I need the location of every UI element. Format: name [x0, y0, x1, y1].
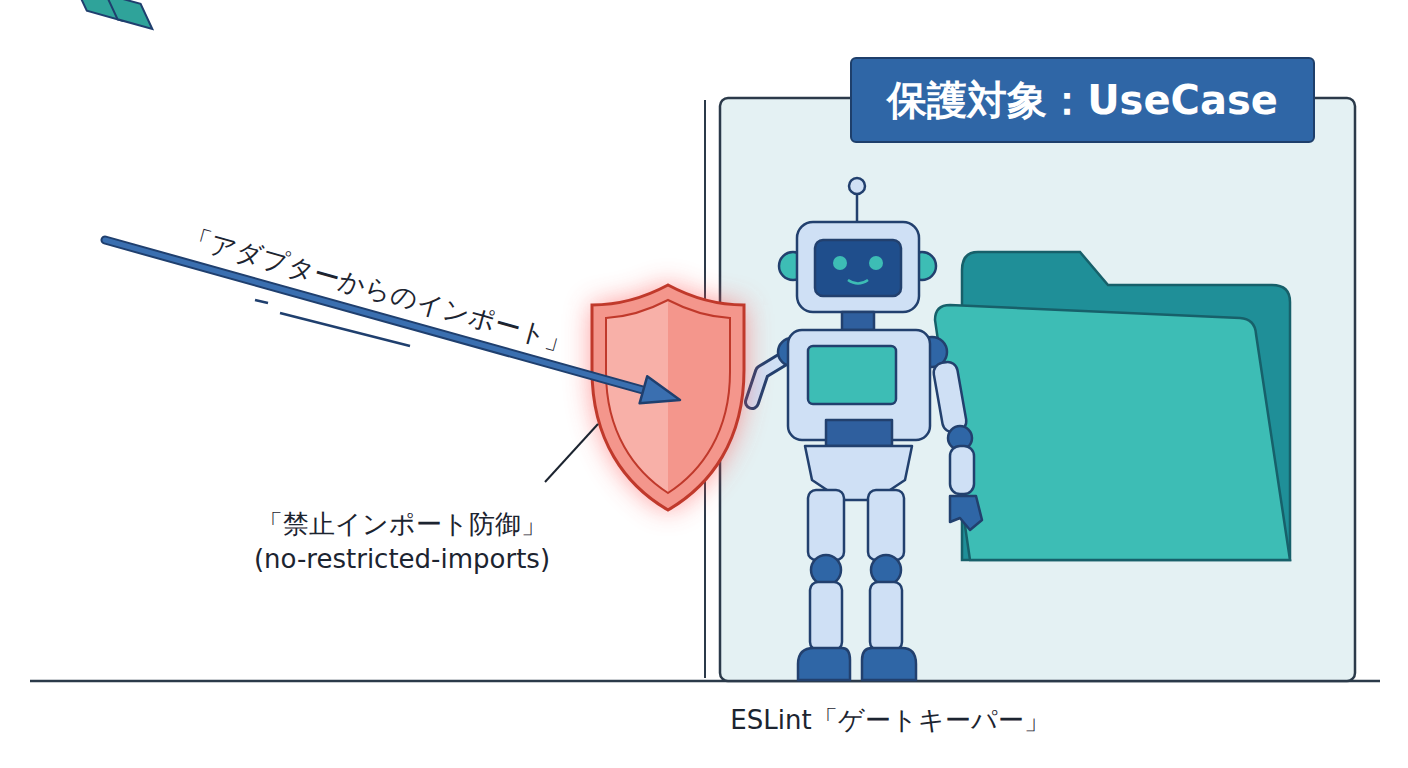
callout-label: (no-restricted-imports) — [254, 545, 550, 575]
gatekeeper-label: ESLint「ゲートキーパー」 — [730, 706, 1049, 736]
arrow-label: 「アダプターからのインポート」 — [181, 223, 575, 359]
shield-icon — [592, 285, 744, 510]
speed-line — [280, 313, 410, 346]
callout-label: 「禁止インポート防御」 — [257, 510, 547, 540]
import-arrow — [69, 0, 680, 403]
speed-line — [255, 300, 268, 303]
leader-line — [545, 424, 598, 482]
folder-icon — [935, 252, 1290, 560]
usecase-panel — [720, 98, 1355, 681]
robot-gatekeeper — [752, 178, 982, 680]
usecase-region: 保護対象：UseCase — [720, 98, 1355, 681]
region-heading: 保護対象：UseCase — [850, 57, 1315, 143]
